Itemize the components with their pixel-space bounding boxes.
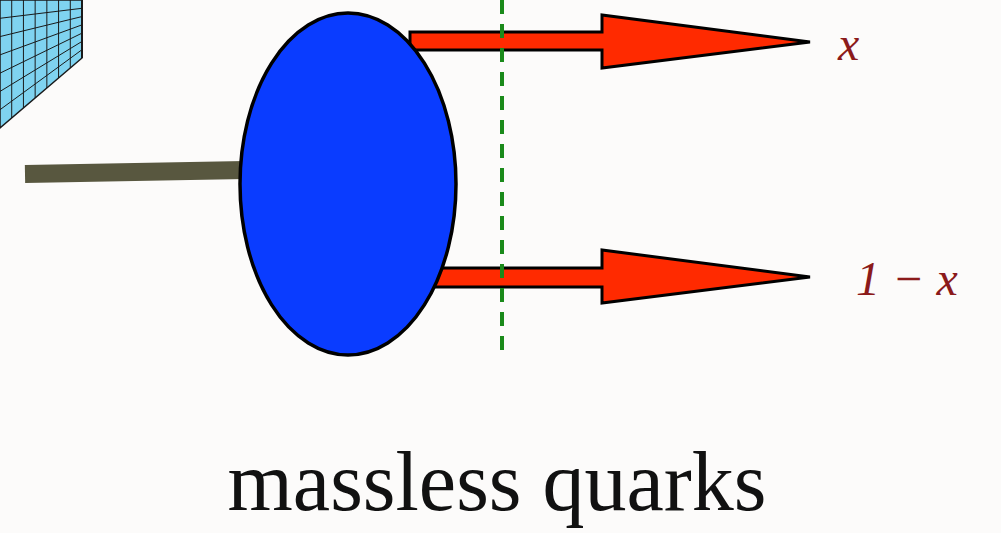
lattice-line: [0, 17, 82, 37]
cut-line: [500, 0, 504, 352]
lattice-line: [0, 33, 82, 73]
lattice-line: [23, 0, 24, 108]
lattice-line: [46, 0, 47, 88]
caption: massless quarks: [228, 440, 767, 524]
lattice-line: [0, 8, 82, 18]
lattice-line: [0, 41, 82, 91]
lattice-grid: [0, 0, 82, 128]
current-bar: [25, 170, 245, 174]
quark-arrow: [410, 15, 810, 68]
lattice-line: [0, 50, 82, 110]
quark-arrow: [420, 250, 810, 303]
lattice-line: [0, 25, 82, 55]
hadron-blob: [240, 13, 456, 355]
momentum-fraction: x: [838, 20, 859, 68]
lattice-line: [58, 0, 59, 78]
momentum-fraction: 1 − x: [856, 255, 958, 303]
lattice-line: [35, 0, 36, 98]
lattice-face: [0, 0, 82, 128]
lattice-edge: [81, 0, 83, 58]
